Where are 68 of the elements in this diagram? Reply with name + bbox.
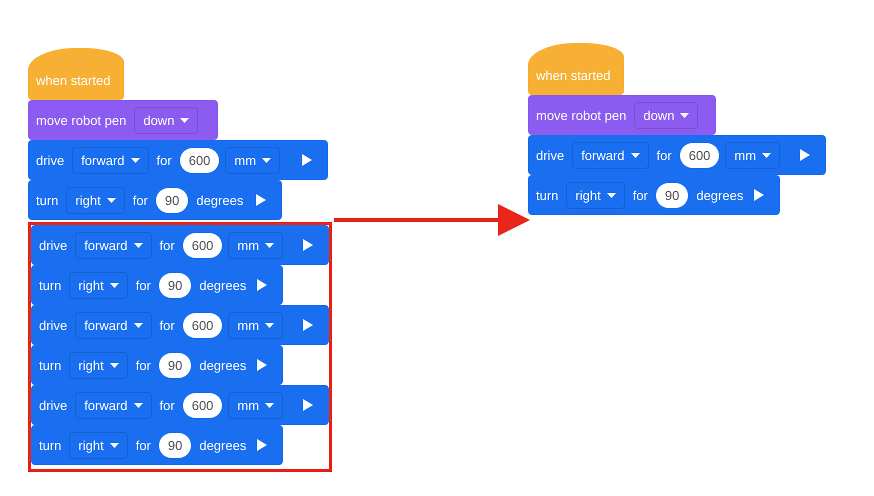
code-block xyxy=(528,135,826,175)
block-label: degrees xyxy=(198,358,248,372)
number-input-field: 90 xyxy=(656,182,688,208)
code-block xyxy=(31,425,283,465)
dropdown-menu: forward xyxy=(572,142,649,168)
block-label: for xyxy=(132,192,149,208)
dropdown-menu: right xyxy=(69,352,128,378)
block-label: turn xyxy=(38,358,62,372)
dropdown-menu: right xyxy=(69,272,128,298)
number-input-field: 90 xyxy=(158,432,192,458)
block-label: for xyxy=(156,152,173,168)
block-label: turn xyxy=(535,188,560,202)
block-label: drive xyxy=(38,398,68,412)
dropdown-menu: mm xyxy=(228,312,284,338)
code-block xyxy=(28,140,328,180)
block-label: drive xyxy=(38,318,68,332)
dropdown-menu: right xyxy=(69,432,128,458)
block-label: for xyxy=(158,398,176,412)
block-label: degrees xyxy=(695,188,744,202)
hat-block xyxy=(28,48,124,100)
dropdown-menu: mm xyxy=(228,392,284,418)
code-block xyxy=(528,95,716,135)
code-block xyxy=(31,225,329,265)
block-label: for xyxy=(134,358,152,372)
number-input-field: 600 xyxy=(182,312,222,338)
dropdown-menu: mm xyxy=(725,142,780,168)
block-label: drive xyxy=(35,152,66,168)
block-label: degrees xyxy=(195,192,244,208)
dropdown-menu: forward xyxy=(75,312,152,338)
arrow xyxy=(334,204,530,236)
block-label: drive xyxy=(535,148,566,162)
number-input-field: 90 xyxy=(158,272,192,298)
block-label: for xyxy=(656,148,673,162)
code-block xyxy=(28,180,282,220)
block-label: when started xyxy=(35,73,112,88)
block-label: move robot pen xyxy=(535,108,628,122)
dropdown-menu: down xyxy=(134,106,198,134)
block-label: for xyxy=(158,318,176,332)
number-input-field: 90 xyxy=(158,352,192,378)
dropdown-menu: right xyxy=(66,186,125,214)
block-label: degrees xyxy=(198,438,248,452)
number-input-field: 600 xyxy=(180,148,220,172)
block-label: degrees xyxy=(198,278,248,292)
block-label: turn xyxy=(38,278,62,292)
block-label: drive xyxy=(38,238,68,252)
dropdown-menu: forward xyxy=(72,146,149,174)
highlight-frame xyxy=(28,222,332,472)
dropdown-menu: down xyxy=(634,102,698,128)
code-block xyxy=(28,100,218,140)
dropdown-menu: mm xyxy=(228,232,284,258)
number-input-field: 600 xyxy=(680,142,720,168)
hat-block xyxy=(528,43,624,95)
block-label: for xyxy=(134,438,152,452)
number-input-field: 90 xyxy=(156,188,188,212)
number-input-field: 600 xyxy=(182,392,222,418)
dropdown-menu: forward xyxy=(75,392,152,418)
block-label: move robot pen xyxy=(35,112,128,128)
block-label: turn xyxy=(38,438,62,452)
dropdown-menu: right xyxy=(566,182,625,208)
block-label: when started xyxy=(535,68,612,83)
dropdown-menu: forward xyxy=(75,232,152,258)
block-label: for xyxy=(632,188,649,202)
block-label: turn xyxy=(35,192,60,208)
block-label: for xyxy=(158,238,176,252)
number-input-field: 600 xyxy=(182,232,222,258)
code-block xyxy=(528,175,780,215)
dropdown-menu: mm xyxy=(225,146,280,174)
block-label: for xyxy=(134,278,152,292)
